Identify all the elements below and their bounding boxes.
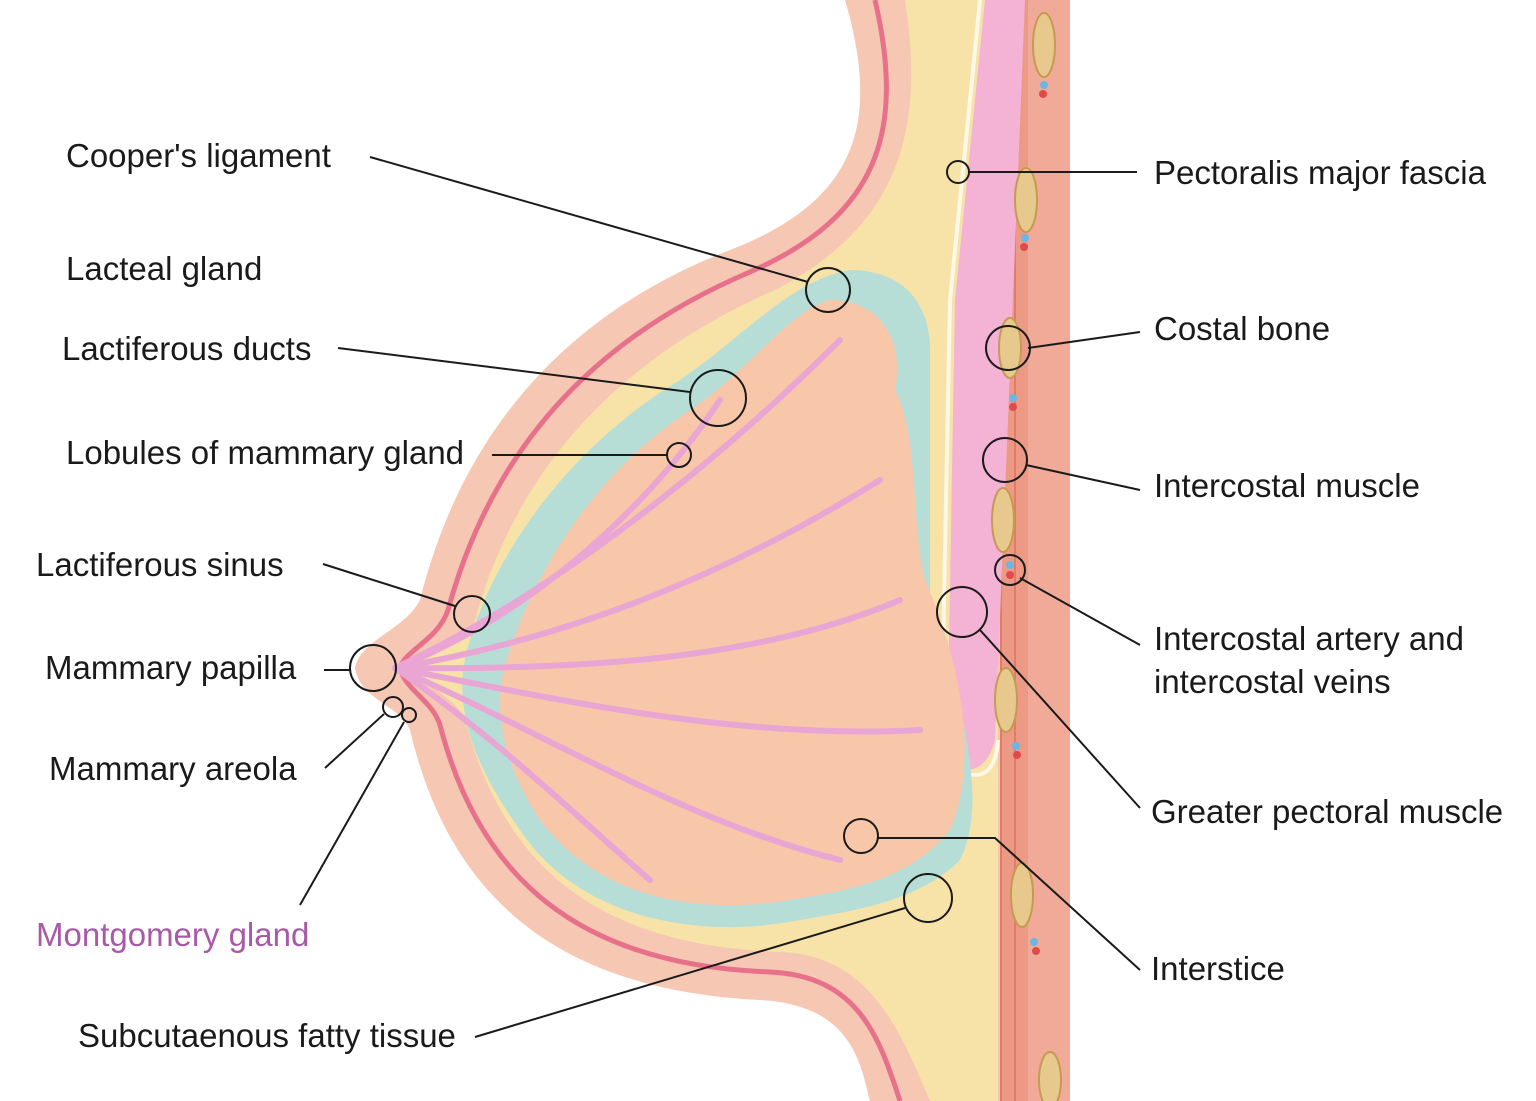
duct-2: [392, 337, 843, 671]
muscle-band-inner: [1028, 0, 1070, 1101]
artery-dot: [1020, 243, 1028, 251]
artery-dot: [1032, 947, 1040, 955]
label-subcutaneous-fat: Subcutaenous fatty tissue: [78, 1017, 456, 1054]
duct-4: [392, 597, 903, 672]
label-greater-pectoral: Greater pectoral muscle: [1151, 793, 1504, 830]
label-lactiferous-sinus: Lactiferous sinus: [36, 546, 284, 583]
ducts: [392, 337, 923, 883]
artery-dot: [1006, 571, 1014, 579]
leader-ducts: [337, 347, 691, 393]
duct-7: [392, 665, 653, 883]
artery-dot: [1013, 751, 1021, 759]
vein-dot: [1040, 81, 1048, 89]
label-interstice: Interstice: [1151, 950, 1285, 987]
vein-dot: [1009, 394, 1017, 402]
label-intercostal-muscle: Intercostal muscle: [1154, 467, 1420, 504]
marker-ducts: [689, 369, 747, 427]
marker-vessels: [994, 554, 1026, 586]
artery-dot: [1009, 403, 1017, 411]
rib: [998, 317, 1022, 379]
label-lactiferous-ducts: Lactiferous ducts: [62, 330, 312, 367]
leader-fat: [474, 907, 906, 1038]
leader-interstice: [878, 837, 1141, 971]
marker-montgomery: [401, 707, 417, 723]
leader-intercostal-muscle: [1025, 464, 1141, 491]
dermis-line: [397, 0, 903, 1101]
rib: [1014, 167, 1038, 233]
vein-dot: [1006, 561, 1014, 569]
leader-areola: [324, 713, 385, 769]
fascia-strip: [947, 0, 1025, 770]
label-intercostal-vessels-line2: intercostal veins: [1154, 662, 1391, 700]
marker-pectoral: [936, 586, 988, 638]
marker-sinus: [453, 595, 491, 633]
vein-dot: [1012, 742, 1020, 750]
marker-costal: [985, 325, 1031, 371]
vessels: [1006, 81, 1048, 955]
vein-dot: [1021, 234, 1029, 242]
leader-montgomery: [299, 721, 405, 906]
duct-6: [392, 665, 843, 863]
artery-dot: [1039, 90, 1047, 98]
ribs: [991, 12, 1062, 1101]
lobule-region: [500, 300, 965, 906]
leader-vessels: [1019, 577, 1141, 646]
duct-5: [392, 665, 923, 735]
marker-areola: [382, 696, 404, 718]
label-mammary-areola: Mammary areola: [49, 750, 297, 787]
rib: [1010, 862, 1034, 928]
leader-costal: [1027, 331, 1141, 349]
marker-fat: [903, 873, 953, 923]
leader-sinus: [322, 563, 456, 607]
label-costal-bone: Costal bone: [1154, 310, 1331, 347]
label-montgomery-gland: Montgomery gland: [36, 916, 310, 953]
label-lacteal-gland: Lacteal gland: [66, 250, 263, 287]
marker-circles: [349, 160, 1031, 923]
marker-interstice: [843, 818, 879, 854]
label-intercostal-vessels-line1: Intercostal artery and: [1154, 620, 1464, 657]
label-mammary-papilla: Mammary papilla: [45, 649, 297, 686]
label-coopers-ligament: Cooper's ligament: [66, 137, 331, 174]
rib: [1032, 12, 1056, 78]
label-intercostal-vessels: Intercostal artery and intercostal veins: [1154, 618, 1464, 704]
leader-lines: [299, 156, 1141, 1038]
vein-dot: [1030, 938, 1038, 946]
rib: [994, 667, 1018, 733]
marker-coopers: [805, 267, 851, 313]
marker-fascia: [946, 160, 970, 184]
leader-coopers: [369, 156, 809, 283]
rib: [991, 487, 1015, 553]
marker-lobules: [666, 442, 692, 468]
duct-3: [392, 477, 883, 671]
label-pectoralis-fascia: Pectoralis major fascia: [1154, 154, 1486, 191]
rib: [1038, 1051, 1062, 1101]
label-lobules: Lobules of mammary gland: [66, 434, 465, 471]
leader-pectoral: [979, 629, 1141, 809]
marker-papilla: [349, 644, 397, 692]
marker-intercostal-muscle: [982, 437, 1028, 483]
